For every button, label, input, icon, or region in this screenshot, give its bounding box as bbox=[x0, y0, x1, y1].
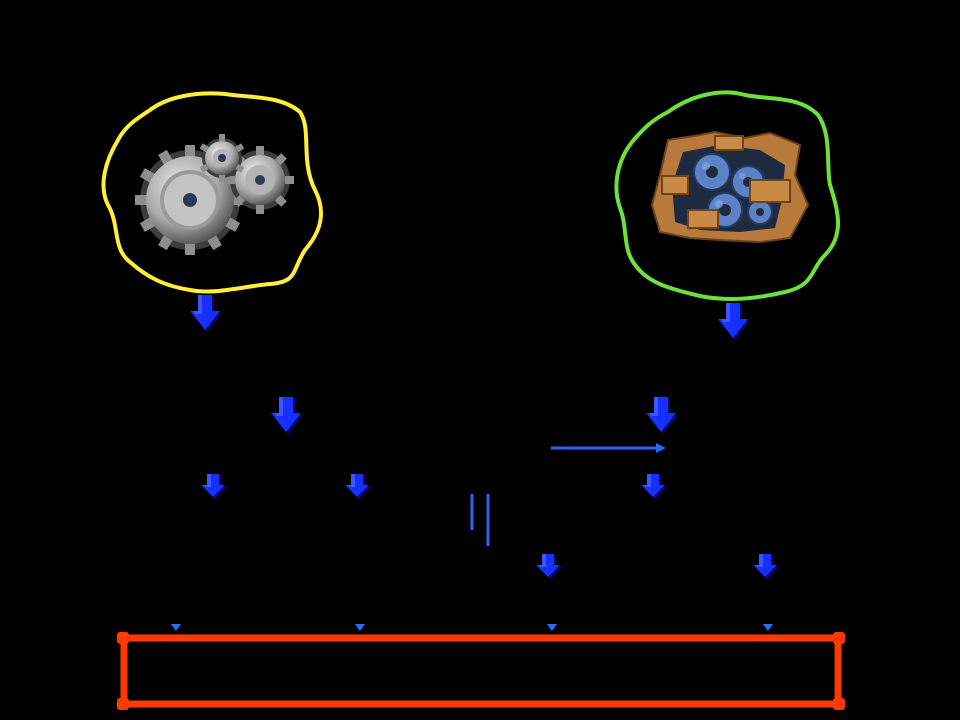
meshing-gears-icon bbox=[135, 134, 294, 255]
connector-group bbox=[470, 443, 666, 546]
down-arrow-icon bbox=[201, 474, 227, 499]
triangle-down-icon bbox=[763, 624, 773, 631]
down-arrow-icon bbox=[271, 397, 303, 434]
triangle-down-icon bbox=[547, 624, 557, 631]
arrow-group bbox=[190, 295, 779, 579]
bottom-bar-frame bbox=[120, 634, 842, 708]
down-arrow-icon bbox=[190, 295, 222, 332]
down-arrow-icon bbox=[718, 303, 750, 340]
gears-behind-broken-wall-icon bbox=[650, 130, 810, 244]
down-arrow-icon bbox=[753, 554, 779, 579]
down-arrow-icon bbox=[536, 554, 562, 579]
horizontal-connector-arrowhead bbox=[656, 443, 666, 453]
down-arrow-icon bbox=[641, 474, 667, 499]
bottom-bar bbox=[117, 632, 845, 710]
triangle-down-icon bbox=[355, 624, 365, 631]
left-concept-group bbox=[101, 91, 324, 294]
bottom-bar-end-caps bbox=[117, 632, 845, 710]
right-concept-group bbox=[614, 90, 840, 301]
left-outline-shape bbox=[101, 91, 324, 294]
right-outline-shape bbox=[614, 90, 840, 301]
down-arrow-icon bbox=[345, 474, 371, 499]
pointer-group bbox=[171, 624, 773, 631]
triangle-down-icon bbox=[171, 624, 181, 631]
down-arrow-icon bbox=[646, 397, 678, 434]
